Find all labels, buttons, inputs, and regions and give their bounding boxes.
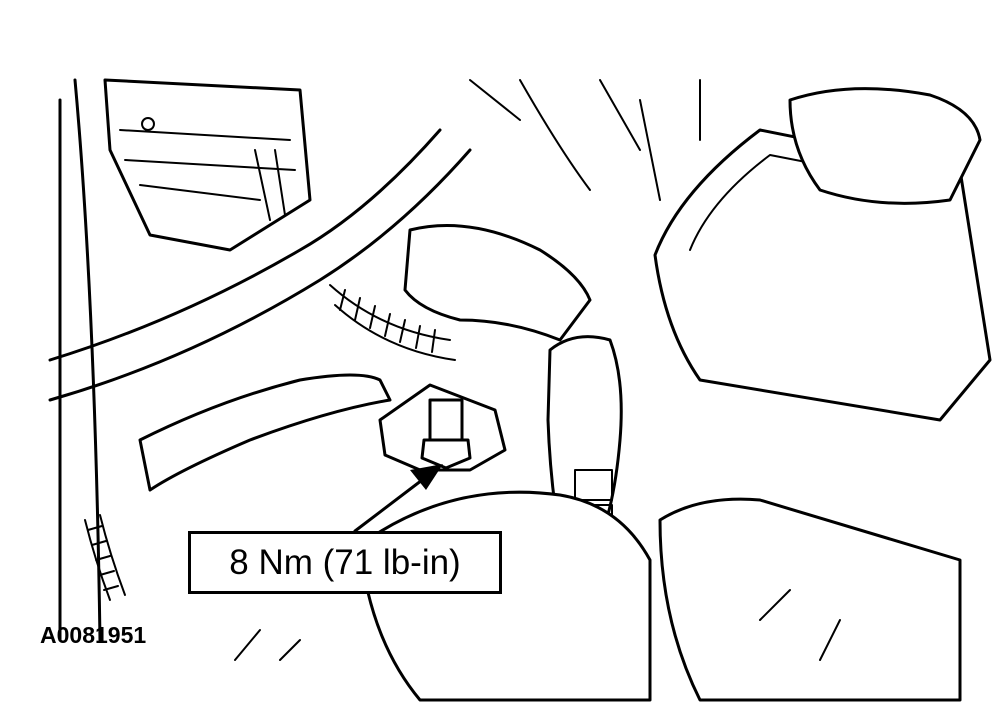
torque-spec-text: 8 Nm (71 lb-in) [229,542,461,582]
lower-right-component [658,497,962,702]
center-hose [403,224,592,342]
callout-leader-line [353,472,432,533]
relay-box-detail [119,129,296,221]
corrugated-conduit-center [329,284,456,361]
air-cleaner-rib [689,154,951,251]
bolt-shank [428,398,464,442]
upper-wiring-harness [48,128,472,402]
figure-id-label: A0081951 [40,622,147,648]
corrugated-conduit-left [84,514,126,601]
mid-wiring-harness [138,373,392,492]
lower-hose [358,490,652,702]
relay-box-fastener [141,117,155,131]
torque-callout: 8 Nm (71 lb-in) [188,531,502,594]
torque-bolt [420,438,472,470]
background-lines [234,79,841,661]
air-cleaner-lid [788,87,982,205]
callout-arrowhead [410,464,443,490]
left-panel-outline [58,78,102,642]
